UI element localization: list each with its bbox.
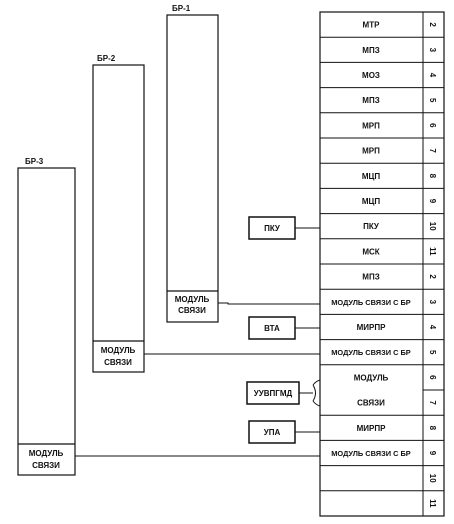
rack-br3-frame <box>17 167 76 476</box>
connector-br1 <box>218 302 320 305</box>
rack-br1-module-line1: МОДУЛЬ <box>175 295 210 304</box>
rack-br2-module-line2: СВЯЗИ <box>104 358 132 367</box>
block-vta: ВТА <box>248 316 296 340</box>
slot-number: 7 <box>428 400 437 405</box>
slot-number: 3 <box>428 48 437 53</box>
rack-br2: БР-2 МОДУЛЬ СВЯЗИ <box>92 54 145 373</box>
connections <box>75 227 321 457</box>
slot-label: МОДУЛЬ СВЯЗИ С БР <box>331 348 411 357</box>
slot-label: МОДУЛЬ СВЯЗИ С БР <box>331 449 411 458</box>
slot-number: 3 <box>428 300 437 305</box>
slot-number: 4 <box>428 73 437 78</box>
block-pku-label: ПКУ <box>264 224 281 233</box>
slot-number: 9 <box>428 451 437 456</box>
slot-label: МТР <box>363 21 381 30</box>
slot-number: 5 <box>428 350 437 355</box>
slot-label: МИРПР <box>357 424 387 433</box>
slot-number: 7 <box>428 148 437 153</box>
rack-br3-title: БР-3 <box>25 157 44 166</box>
slot-label: МОДУЛЬ <box>354 373 389 382</box>
slot-label: МСК <box>362 247 379 256</box>
slot-number: 2 <box>428 22 437 27</box>
rack-br1: БР-1 МОДУЛЬ СВЯЗИ <box>166 4 219 323</box>
slot-label: МПЗ <box>362 273 379 282</box>
slot-number: 6 <box>428 375 437 380</box>
slot-number: 2 <box>428 274 437 279</box>
rack-br1-frame <box>166 14 219 323</box>
block-upa-label: УПА <box>264 428 281 437</box>
rack-br2-module-line1: МОДУЛЬ <box>101 346 136 355</box>
slot-label: МРП <box>362 121 380 130</box>
slot-number: 10 <box>428 222 437 231</box>
slot-number: 10 <box>428 474 437 483</box>
slot-number: 9 <box>428 199 437 204</box>
rack-br3-module-line2: СВЯЗИ <box>32 461 60 470</box>
slot-label: МЦП <box>362 172 381 181</box>
slot-label: СВЯЗИ <box>357 399 385 408</box>
slot-number: 8 <box>428 426 437 431</box>
block-uuvpgmd: УУВПГМД <box>246 381 300 405</box>
block-upa: УПА <box>248 420 296 444</box>
block-uuvpgmd-label: УУВПГМД <box>254 389 293 398</box>
slot-number: 5 <box>428 98 437 103</box>
rack-br2-frame <box>92 64 145 373</box>
slot-label: МЦП <box>362 197 381 206</box>
slot-number: 6 <box>428 123 437 128</box>
slot-label: МОДУЛЬ СВЯЗИ С БР <box>331 298 411 307</box>
block-vta-label: ВТА <box>264 324 280 333</box>
slot-label: МИРПР <box>357 323 387 332</box>
slot-label: МПЗ <box>362 96 379 105</box>
slot-number: 4 <box>428 325 437 330</box>
slot-label: МОЗ <box>362 71 380 80</box>
slot-number: 11 <box>428 247 437 256</box>
slot-label: ПКУ <box>363 222 380 231</box>
block-pku: ПКУ <box>248 216 296 240</box>
connector-uuvpgmd <box>299 379 321 407</box>
slot-label: МРП <box>362 147 380 156</box>
rack-br1-title: БР-1 <box>172 4 191 13</box>
rack-br2-title: БР-2 <box>97 54 116 63</box>
rack-br3-module-line1: МОДУЛЬ <box>29 449 64 458</box>
slot-label: МПЗ <box>362 46 379 55</box>
slot-number: 11 <box>428 499 437 508</box>
rack-br3: БР-3 МОДУЛЬ СВЯЗИ <box>17 157 76 476</box>
slot-number: 8 <box>428 174 437 179</box>
rack-br1-module-line2: СВЯЗИ <box>178 306 206 315</box>
